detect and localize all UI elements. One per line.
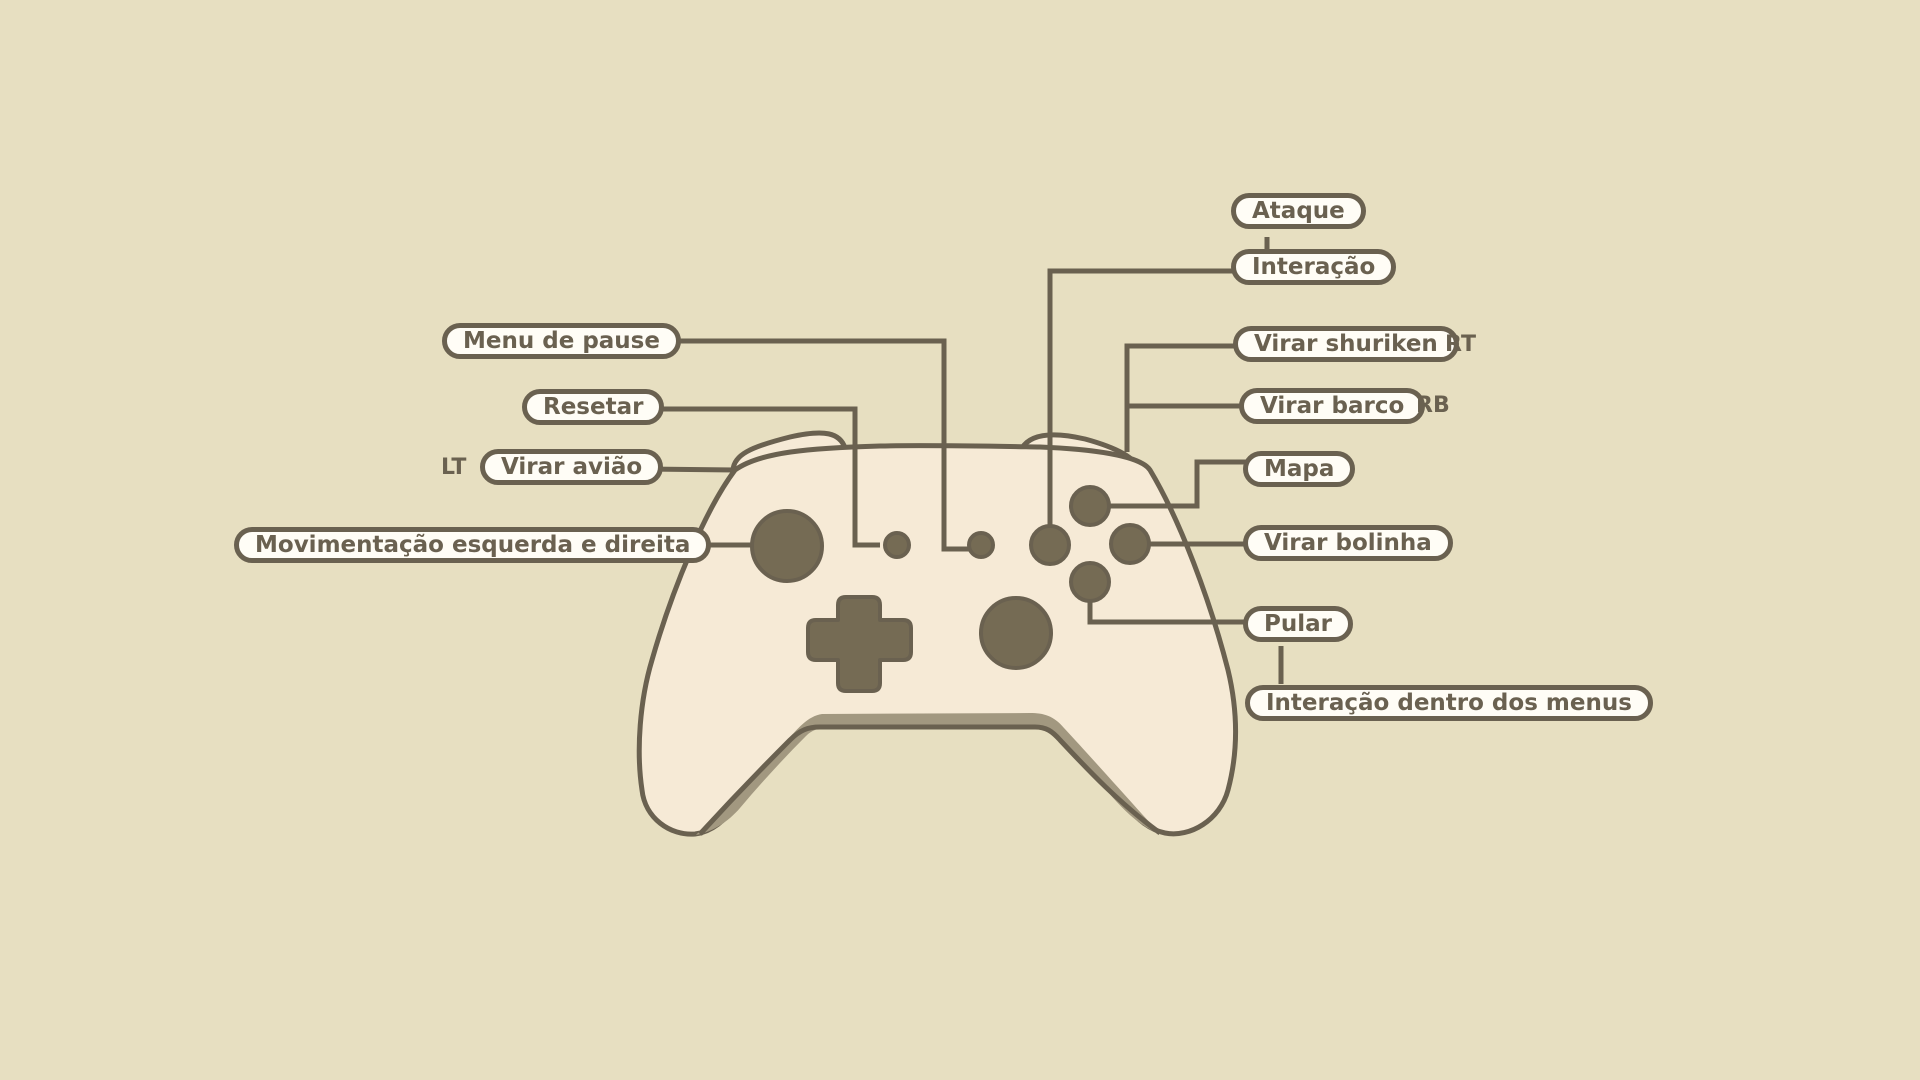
dpad-icon xyxy=(806,595,913,693)
face-button-left xyxy=(1029,524,1071,566)
label-interacao: Interação xyxy=(1231,249,1397,285)
line-resetar xyxy=(645,406,880,548)
left-stick xyxy=(750,509,824,583)
line-interacao xyxy=(1047,268,1233,546)
label-virar-bolinha: Virar bolinha xyxy=(1243,525,1453,561)
view-button xyxy=(883,531,911,559)
label-ataque: Ataque xyxy=(1231,193,1366,229)
line-triggers xyxy=(1124,343,1235,452)
label-movimentacao: Movimentação esquerda e direita xyxy=(234,527,712,563)
label-interacao-menus: Interação dentro dos menus xyxy=(1245,685,1653,721)
tag-rt: RT xyxy=(1445,332,1476,357)
menu-button xyxy=(967,531,995,559)
label-resetar: Resetar xyxy=(522,389,665,425)
tag-lt: LT xyxy=(441,455,467,480)
tag-rb: RB xyxy=(1416,393,1450,418)
face-button-top xyxy=(1069,485,1111,527)
label-virar-shuriken: Virar shuriken xyxy=(1233,326,1459,362)
label-pular: Pular xyxy=(1243,606,1353,642)
label-virar-barco: Virar barco xyxy=(1239,388,1426,424)
face-button-right xyxy=(1109,523,1151,565)
line-menu-pause xyxy=(646,338,980,552)
label-mapa: Mapa xyxy=(1243,451,1356,487)
label-virar-aviao: Virar avião xyxy=(480,449,664,485)
face-button-bottom xyxy=(1069,561,1111,603)
label-menu-pause: Menu de pause xyxy=(442,323,681,359)
grip-inner-edge xyxy=(698,724,1162,836)
line-mapa xyxy=(1090,459,1250,509)
right-stick xyxy=(979,596,1053,670)
